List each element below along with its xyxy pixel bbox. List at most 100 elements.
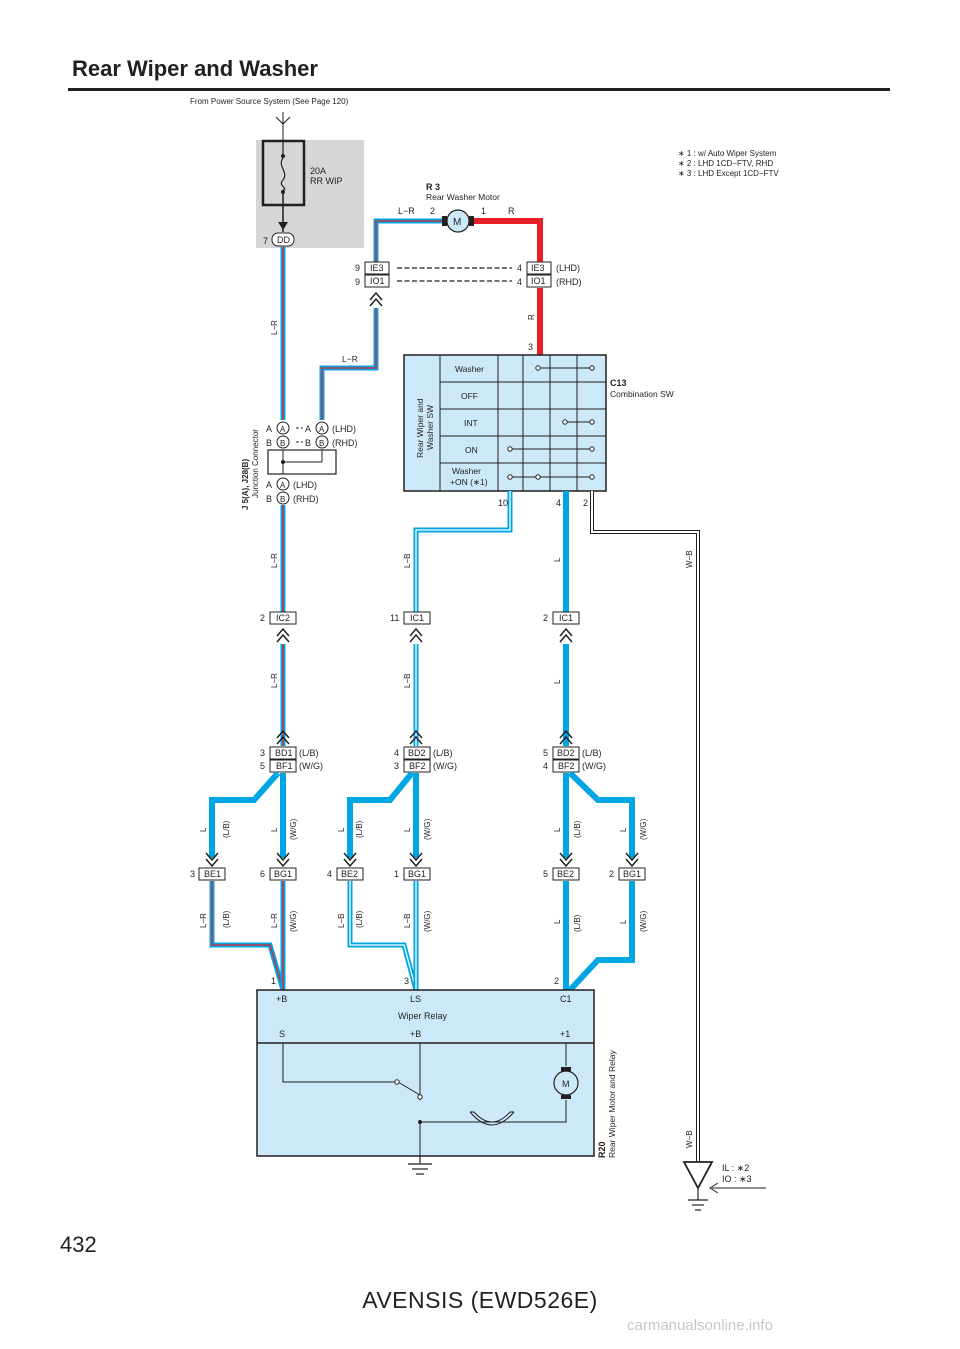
- wire-label-lb-sub-1: (L/B): [222, 820, 231, 838]
- relay-pin-3: 3: [404, 976, 409, 986]
- be1-label: BE1: [204, 869, 221, 879]
- bd2b-tag: (L/B): [582, 748, 602, 758]
- bd2b-label: BD2: [557, 748, 575, 758]
- combo-vert-label-2: Washer SW: [425, 405, 435, 450]
- note-3: ∗ 3 : LHD Except 1CD−FTV: [678, 169, 779, 178]
- rear-wiper-name: Rear Wiper Motor and Relay: [607, 1050, 617, 1158]
- note-1: ∗ 1 : w/ Auto Wiper System: [678, 149, 777, 158]
- junction-b-b-pin: B: [266, 494, 272, 504]
- wire-label-wg-sub-6: (W/G): [639, 910, 648, 932]
- rear-wiper-code: R20: [597, 1141, 607, 1158]
- bf1-tag: (W/G): [299, 761, 323, 771]
- note-2: ∗ 2 : LHD 1CD−FTV, RHD: [678, 159, 773, 168]
- wire-label-lb-sub-4: (L/B): [222, 910, 231, 928]
- wire-label-lr-5: L−R: [199, 913, 208, 928]
- wire-label-l-2: L: [553, 679, 562, 684]
- junction-b-tl-label: B: [280, 439, 285, 448]
- junction-b-tr: [315, 435, 329, 449]
- wire-label-lb-sub-5: (L/B): [355, 910, 364, 928]
- junction-a-tr-label: A: [319, 425, 325, 434]
- washer-motor-pin-right: 1: [481, 206, 486, 216]
- fuse-arrow-head: [278, 222, 288, 230]
- wire-label-lb-1: L−B: [403, 554, 412, 568]
- bf2a-pin: 3: [394, 761, 399, 771]
- wire-label-lr-3: L−R: [270, 553, 279, 568]
- combo-switch: [403, 354, 607, 492]
- ic1a-pin: 11: [390, 613, 399, 623]
- wire-label-lr-2: L−R: [342, 354, 358, 364]
- bd2a-tag: (L/B): [433, 748, 453, 758]
- ic1a-label: IC1: [410, 613, 424, 623]
- bg1c-label: BG1: [623, 869, 641, 879]
- wire-label-wg-sub-3: (W/G): [639, 818, 648, 840]
- page-number: 432: [60, 1232, 97, 1257]
- bf2b-connector: [552, 759, 580, 773]
- junction-b-bottom: [276, 491, 290, 505]
- wire-label-l-1: L: [553, 557, 562, 562]
- combo-contacts: [507, 365, 595, 480]
- bd1-pin: 3: [260, 748, 265, 758]
- combo-row-on: ON: [465, 445, 478, 455]
- junction-b-b-label: B: [280, 495, 285, 504]
- bd1-label: BD1: [275, 748, 293, 758]
- title-rule: [68, 88, 890, 91]
- relay-switch-node-a: [394, 1079, 400, 1085]
- washer-motor-name: Rear Washer Motor: [426, 192, 500, 202]
- ground-il: IL : ∗2: [722, 1163, 749, 1173]
- wire-label-l-7: L: [553, 827, 562, 832]
- junction-node: [281, 460, 285, 464]
- combo-pin-4: 4: [556, 498, 561, 508]
- fuse-box-area: [256, 140, 364, 248]
- dd-label: DD: [277, 235, 290, 245]
- wire-l-split: [209, 770, 635, 858]
- watermark: carmanualsonline.info: [627, 1317, 773, 1334]
- wire-label-l-10: L: [619, 919, 628, 924]
- io1-right-label: IO1: [531, 276, 546, 286]
- relay-term-b: +B: [276, 994, 287, 1004]
- wire-wb-inner: [591, 491, 699, 1162]
- relay-internal-circuit: [282, 1043, 567, 1156]
- junction-name: Junction Connector: [251, 429, 260, 498]
- ie3-right-label: IE3: [531, 263, 545, 273]
- combo-vert-label-1: Rear Wiper and: [415, 398, 425, 458]
- io1-rhd: (RHD): [556, 277, 582, 287]
- switch-pin-3: 3: [528, 342, 533, 352]
- wiper-motor-terminal-bottom: [561, 1095, 571, 1099]
- relay-term-s: S: [279, 1029, 285, 1039]
- bf2a-tag: (W/G): [433, 761, 457, 771]
- be1-pin: 3: [190, 869, 195, 879]
- wire-label-lb-2: L−B: [403, 674, 412, 688]
- bf2a-connector: [403, 759, 431, 773]
- footer-model: AVENSIS (EWD526E): [362, 1287, 598, 1313]
- be2b-pin: 5: [543, 869, 548, 879]
- wire-label-lr-4: L−R: [270, 673, 279, 688]
- bg1a-pin: 6: [260, 869, 265, 879]
- junction-b-tr-label: B: [319, 439, 324, 448]
- be2a-pin: 4: [327, 869, 332, 879]
- wire-to-relay-2: [563, 881, 635, 993]
- wire-label-lb-sub-3: (L/B): [573, 820, 582, 838]
- bg1c-pin: 2: [609, 869, 614, 879]
- wire-r-motor: [474, 218, 543, 262]
- wire-lb-switch: [413, 491, 513, 612]
- ic1b-pin: 2: [543, 613, 548, 623]
- bf2a-label: BF2: [409, 761, 426, 771]
- ic1b-connector: [552, 611, 580, 625]
- be2a-label: BE2: [341, 869, 358, 879]
- washer-motor-m: M: [453, 217, 461, 228]
- junction-b-rhd: (RHD): [293, 494, 319, 504]
- relay-term-b2: +B: [410, 1029, 421, 1039]
- bd2b-connector: [552, 746, 580, 760]
- combo-row-int: INT: [464, 418, 478, 428]
- bd2a-connector: [403, 746, 431, 760]
- combo-name: Combination SW: [610, 389, 674, 399]
- ie3-right-connector: [526, 261, 552, 275]
- dd-pin: 7: [263, 236, 268, 246]
- junction-a-b-pin: A: [266, 480, 272, 490]
- wire-label-l-8: L: [619, 827, 628, 832]
- be2b-label: BE2: [557, 869, 574, 879]
- combo-pin-2: 2: [583, 498, 588, 508]
- bg1b-connector: [403, 867, 431, 881]
- wire-label-lb-3: L−B: [337, 914, 346, 928]
